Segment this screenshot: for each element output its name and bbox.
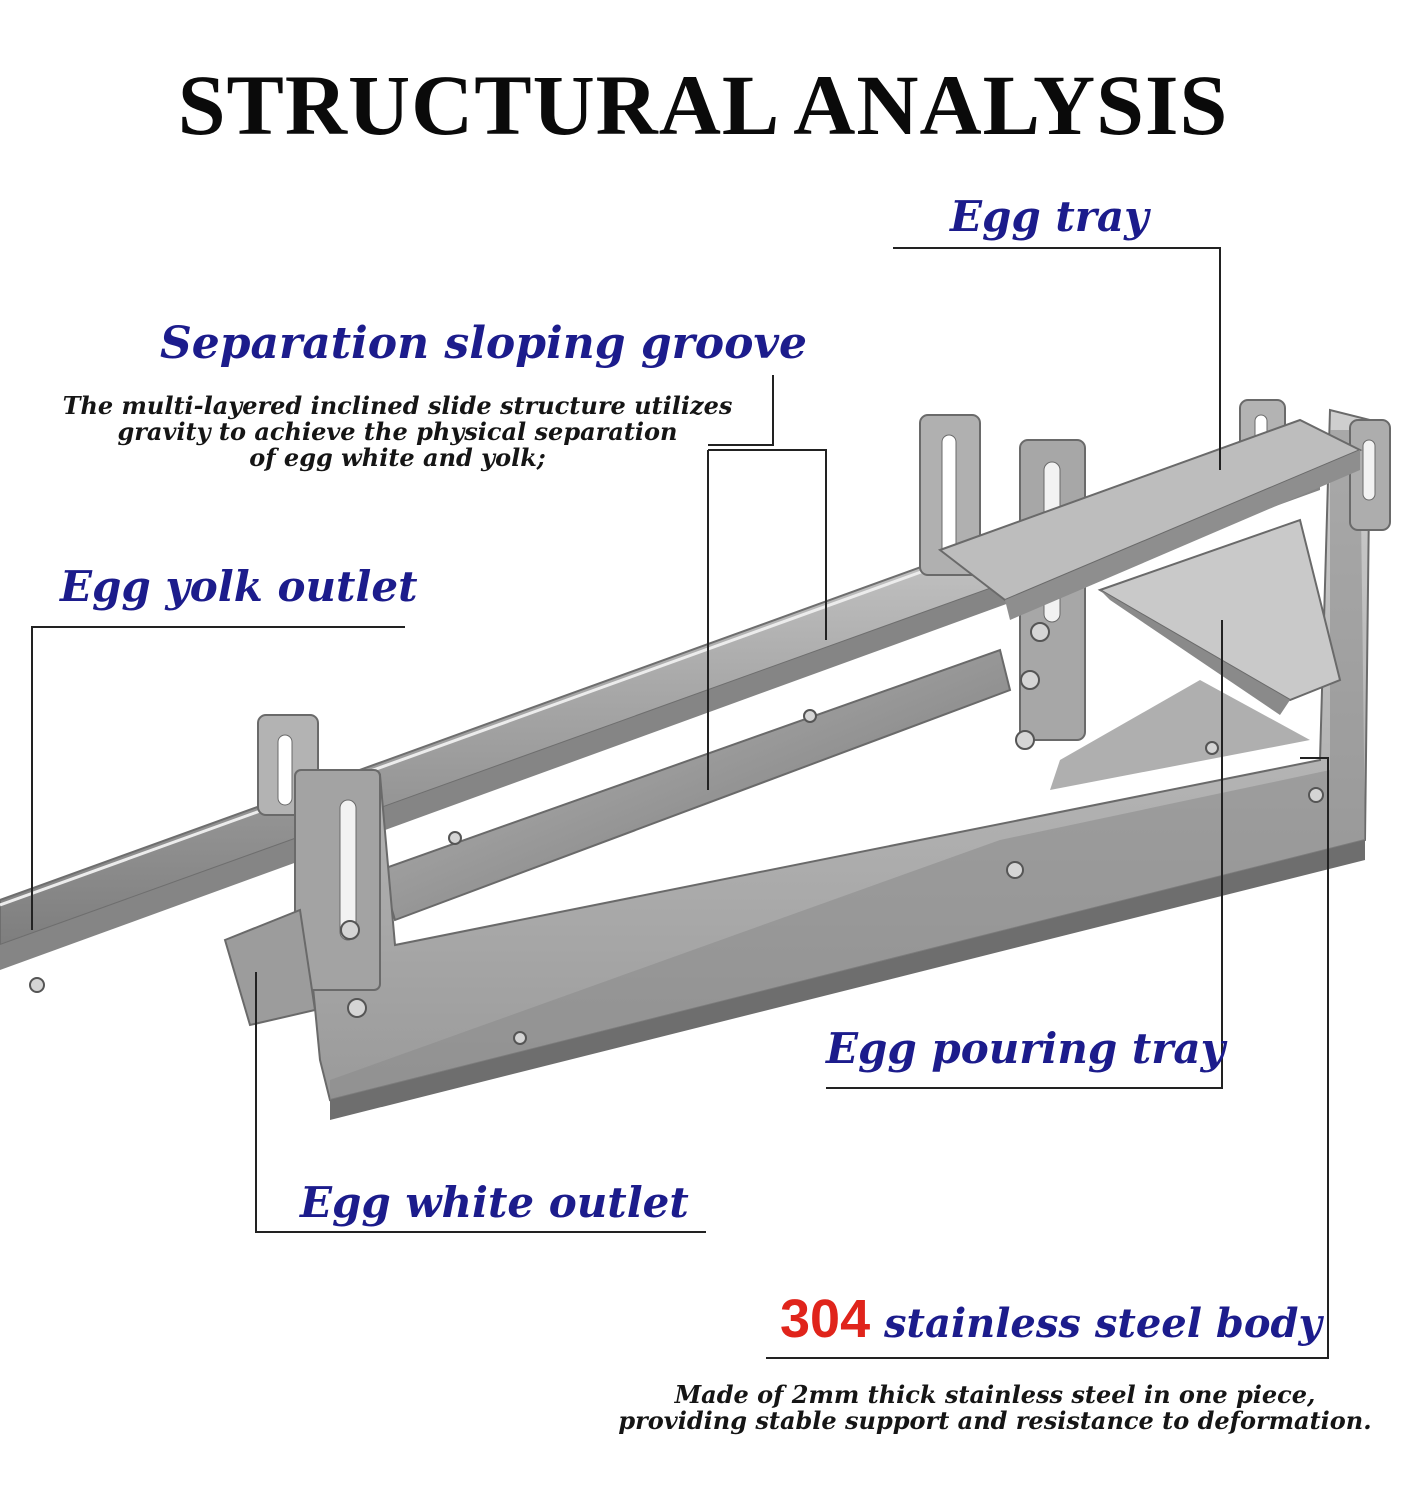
egg-white-outlet-label: Egg white outlet bbox=[300, 1178, 689, 1227]
separation-desc-line: The multi-layered inclined slide structu… bbox=[62, 391, 733, 420]
egg-tray-shape bbox=[937, 418, 1363, 620]
body-desc-line: providing stable support and resistance … bbox=[618, 1406, 1372, 1435]
body-description: Made of 2mm thick stainless steel in one… bbox=[600, 1382, 1390, 1434]
bolts bbox=[29, 622, 1324, 1045]
egg-pouring-tray-shape bbox=[1097, 518, 1342, 715]
egg-tray-label: Egg tray bbox=[950, 192, 1149, 241]
separation-description: The multi-layered inclined slide structu… bbox=[30, 393, 765, 471]
separation-desc-line: of egg white and yolk; bbox=[249, 443, 546, 472]
callout-lines bbox=[31, 247, 1329, 1359]
egg-yolk-outlet-label: Egg yolk outlet bbox=[60, 562, 418, 611]
egg-pouring-tray-label: Egg pouring tray bbox=[826, 1024, 1226, 1073]
separation-desc-line: gravity to achieve the physical separati… bbox=[117, 417, 678, 446]
egg-white-outlet-shape bbox=[223, 908, 317, 1027]
separation-groove-label: Separation sloping groove bbox=[160, 318, 808, 369]
body-material-label: 304 stainless steel body bbox=[780, 1292, 1322, 1346]
body-material-text: stainless steel body bbox=[870, 1300, 1322, 1347]
body-desc-line: Made of 2mm thick stainless steel in one… bbox=[674, 1380, 1316, 1409]
page-title: STRUCTURAL ANALYSIS bbox=[177, 57, 1229, 153]
material-grade-number: 304 bbox=[780, 1289, 871, 1349]
